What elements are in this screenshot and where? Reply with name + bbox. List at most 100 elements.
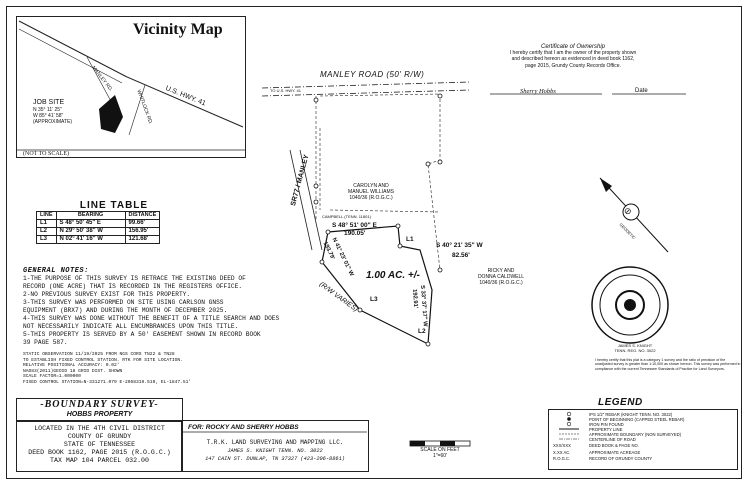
scale-label: SCALE ON FEET [420,447,460,453]
legend-box: XXX/XXX X.XX AC. R.O.G.C. IPS 1/2" REBAR… [548,409,738,470]
vicinity-map-drawing [17,20,245,151]
firm-name: T.R.K. LAND SURVEYING AND MAPPING LLC. [206,439,344,446]
location-line: DEED BOOK 1162, PAGE 2015 (R.O.G.C.) [28,449,171,456]
legend-item: IRON PIN FOUND [589,422,624,427]
adjoiner-caldwell-line-2: DONNA CALDWELL [477,274,525,280]
static-line: FIXED CONTROL STATION=N-331271.079 E-205… [23,379,192,385]
adjoiner-caldwell-line-3: 1040/36 (R.O.G.C.) [479,280,523,286]
line-l3-label: L3 [370,296,378,303]
client-box: FOR: ROCKY AND SHERRY HOBBS T.R.K. LAND … [181,420,369,472]
distance-right: 82.56' [452,252,470,259]
property-name: HOBBS PROPERTY [66,411,133,418]
area-label: 1.00 AC. +/- [366,270,420,281]
distance-side: 192.91' [411,289,419,309]
location-line: STATE OF TENNESSEE [63,441,136,448]
job-site-marker [99,95,123,133]
line-table-header: LINE BEARING DISTANCE [36,211,161,220]
legend-item: PROPERTY LINE [589,427,623,432]
adjoiner-caldwell: RICKY AND DONNA CALDWELL 1040/36 (R.O.G.… [474,268,528,286]
bearing-cell: N 29° 50' 38" W [55,227,126,236]
legend-sym-acre: X.XX AC. [553,450,571,455]
firm-info: T.R.K. LAND SURVEYING AND MAPPING LLC. J… [182,439,368,463]
certificate-title: Certificate of Ownership [540,44,606,50]
signature-lines [490,93,686,95]
distance-cell: 99.66' [124,219,161,228]
owner-signature: Sherry Hobbs [520,88,556,95]
legend-sym-deed: XXX/XXX [553,443,571,448]
surveyor-certificate: I hereby certify that this plat is a cat… [595,358,741,371]
job-site-label: JOB SITE [33,99,65,106]
static-observation: STATIC OBSERVATION 11/19/2025 FROM NGS C… [23,352,323,386]
survey-sheet [6,6,742,479]
distance-top: 190.05' [344,230,366,237]
line-l2-label: L2 [418,328,426,335]
job-site-approx: (APPROXIMATE) [33,119,73,125]
line-table-header-line: LINE [36,211,57,220]
line-l1-label: L1 [406,236,414,243]
legend-item: CENTERLINE OF ROAD [589,437,636,442]
vicinity-map-title: Vicinity Map [133,21,223,38]
manley-road-label: MANLEY ROAD (50' R/W) [320,70,425,79]
note-line: RECORD (ONE ACRE) THAT IS RECORDED IN TH… [23,283,243,290]
firm-address: 147 CAIN ST. DUNLAP, TN 37327 (423-206-8… [205,456,345,462]
line-cell: L1 [36,219,57,228]
certificate-line-3: page 2015, Grundy County Records Office. [525,62,621,69]
surveyor-name: JAMES S. KNIGHT TENN. NO. 3022 [227,448,323,454]
job-site-lat: N 35° 11' 25" [33,107,62,113]
static-line: SCALE FACTOR=1.000000 [23,374,81,380]
adjoiner-williams-line-2: MANUEL WILLIAMS [348,189,394,195]
static-line: TO ESTABLISH FIXED CONTROL STATION. RTK … [23,357,183,363]
note-line: NOT NECESSARILY INDICATE ALL ENCUMBRANCE… [23,323,239,330]
not-to-scale: (NOT TO SCALE) [23,151,70,157]
to-hwy-label: TO U.S. HWY. 41 [270,88,301,93]
legend-item: DEED BOOK & PAGE NO. [589,443,639,448]
note-line: 39 PAGE 587. [23,339,68,346]
scale-value: 1"=60' [433,453,447,459]
line-table: LINE TABLE LINE BEARING DISTANCE L1 S 48… [36,200,192,244]
line-table-grid: LINE BEARING DISTANCE L1 S 48° 50' 45" E… [36,211,161,244]
job-site-lon: W 85° 41' 58" [33,113,64,119]
adjoiner-williams-line-1: CAROLYN AND [353,183,389,189]
static-line: RELATIVE POSITIONAL ACCURACY: 0.02' [23,363,120,369]
adjoiner-campbell: CAMPBELL (TENN. 11801) [322,214,371,219]
adjoiner-williams: CAROLYN AND MANUEL WILLIAMS 1040/36 (R.O… [344,183,398,201]
note-line: 3-THIS SURVEY WAS PERFORMED ON SITE USIN… [23,299,224,306]
legend-item: APPROXIMATE BOUNDARY (NON SURVEYED) [589,432,682,437]
seal-reg: TENN. REG. NO. 3022 [614,348,656,353]
note-line: 2-NO PREVIOUS SURVEY EXIST FOR THIS PROP… [23,291,191,298]
table-row: L2 N 29° 50' 38" W 156.95' [36,227,161,236]
line-table-header-distance: DISTANCE [124,211,161,220]
bearing-cell: N 02° 41' 16" W [55,235,126,244]
legend-item: IPS 1/2" REBAR (KNIGHT TENN. NO. 3022) [589,412,673,417]
location-line: LOCATED IN THE 4TH CIVIL DISTRICT [34,425,165,432]
legend-item: RECORD OF GRUNDY COUNTY [589,456,653,461]
vicinity-map: Vicinity Map MANLEY RD. WHITLOCK RD. U.S… [16,16,246,158]
note-line: EQUIPMENT (BRX7) AND DURING THE MONTH OF… [23,307,228,314]
table-row: L3 N 02° 41' 16" W 121.68' [36,235,161,244]
location-box: LOCATED IN THE 4TH CIVIL DISTRICT COUNTY… [16,420,183,472]
general-notes-title: GENERAL NOTES: [23,267,89,275]
location-line: TAX MAP 104 PARCEL 032.00 [50,457,149,464]
line-cell: L2 [36,227,57,236]
distance-cell: 156.95' [124,227,161,236]
line-table-title: LINE TABLE [79,200,149,211]
static-line: STATIC OBSERVATION 11/19/2025 FROM NGS C… [23,352,175,357]
north-arrow-icon: ⊘ [624,206,632,216]
certificate-line-1: I hereby certify that I am the owner of … [509,50,637,57]
legend-item: POINT OF BEGINNING (CAPPED STEEL REBAR) [589,417,685,422]
bearing-top: S 48° 51' 00" E [332,222,377,229]
client-name: FOR: ROCKY AND SHERRY HOBBS [188,424,299,431]
boundary-survey-heading: -BOUNDARY SURVEY- [40,399,159,410]
line-table-header-bearing: BEARING [55,211,126,220]
note-line: 4-THIS SURVEY WAS DONE WITHOUT THE BENEF… [23,315,280,322]
table-row: L1 S 48° 50' 45" E 99.66' [36,219,161,228]
boundary-survey-title-box: -BOUNDARY SURVEY- HOBBS PROPERTY [16,398,183,422]
line-cell: L3 [36,235,57,244]
legend-title: LEGEND [598,397,643,408]
static-line: NAD83(2011)GEOID 18 GRID DIST. SHOWN [23,368,123,374]
legend-symbols [559,411,579,440]
seal-caption: JAMES S. KNIGHT TENN. REG. NO. 3022 [602,343,668,353]
adjoiner-caldwell-line-1: RICKY AND [487,268,515,274]
certificate-line-2: and described hereon as evidenced in dee… [511,56,635,63]
